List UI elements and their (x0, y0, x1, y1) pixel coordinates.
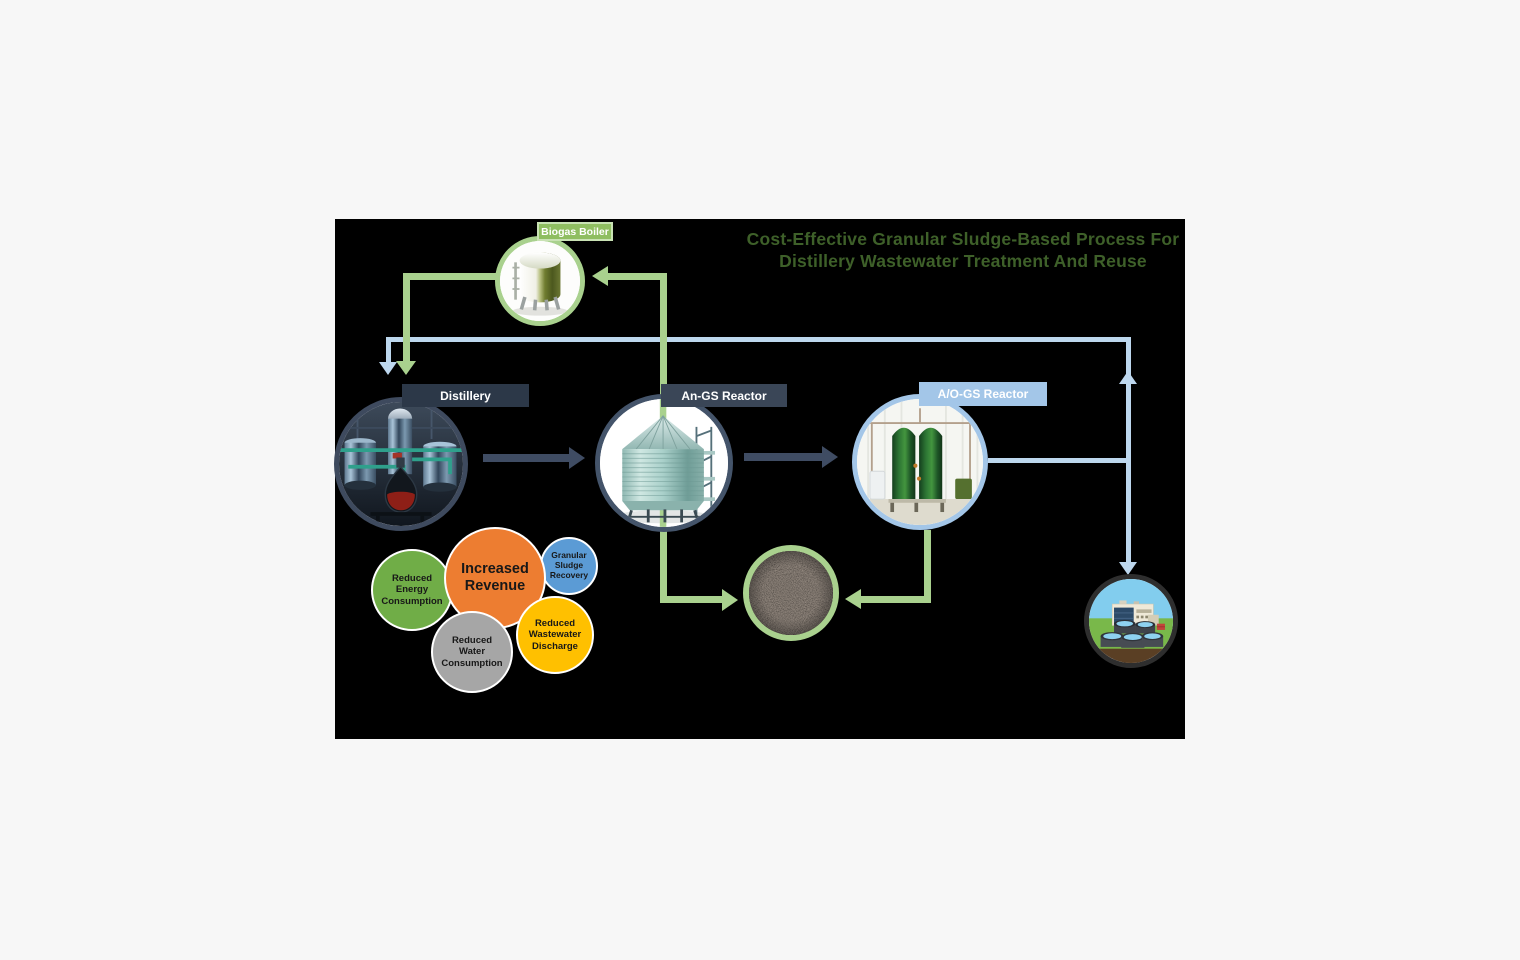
ao-gs-reactor-label: A/O-GS Reactor (919, 382, 1047, 406)
recycle-arrow-up (1119, 371, 1137, 384)
benefit-granular-sludge-recovery: Granular Sludge Recovery (540, 537, 598, 595)
benefit-reduced-wastewater: Reduced Wastewater Discharge (516, 596, 594, 674)
ao-gs-reactor-node (852, 394, 988, 530)
sludge-arrow-from-angs (722, 589, 738, 611)
effluent-line-from-aogs (988, 458, 1131, 463)
biogas-boiler-tank-icon (500, 241, 580, 321)
reuse-arrow-into-plant (1119, 562, 1137, 575)
distillery-label: Distillery (402, 384, 529, 407)
process-arrow-angs-to-aogs (822, 446, 838, 468)
benefit-reduced-energy: Reduced Energy Consumption (371, 549, 453, 631)
ao-gs-tanks-icon (857, 399, 983, 525)
biogas-boiler-label: Biogas Boiler (537, 222, 613, 241)
process-line-angs-to-aogs (744, 453, 822, 461)
diagram-canvas: Cost-Effective Granular Sludge-Based Pro… (334, 219, 1185, 739)
biogas-arrow-into-boiler (592, 266, 608, 286)
recycle-line-right-vertical (1126, 337, 1131, 563)
biogas-line-to-boiler-h (608, 273, 667, 280)
treatment-plant-icon (1089, 579, 1173, 663)
biogas-line-boiler-to-distillery-h (403, 273, 500, 280)
process-line-distillery-to-angs (483, 454, 569, 462)
sludge-line-from-angs (660, 596, 722, 603)
sludge-line-from-aogs-h (861, 596, 931, 603)
biogas-boiler-node (495, 236, 585, 326)
granular-sludge-node (743, 545, 839, 641)
an-gs-reactor-node (595, 394, 733, 532)
distillery-node (334, 397, 468, 531)
granular-sludge-icon (749, 551, 833, 635)
recycle-line-left-drop (386, 337, 391, 363)
title-line-2: Distillery Wastewater Treatment And Reus… (779, 251, 1147, 271)
sludge-arrow-from-aogs (845, 589, 861, 609)
treatment-plant-node (1084, 574, 1178, 668)
biogas-arrow-into-distillery (396, 361, 416, 375)
diagram-title: Cost-Effective Granular Sludge-Based Pro… (735, 228, 1191, 272)
benefit-reduced-water: Reduced Water Consumption (431, 611, 513, 693)
biogas-line-boiler-to-distillery-v (403, 273, 410, 363)
an-gs-silo-icon (600, 399, 728, 527)
distillery-equipment-icon (339, 402, 463, 526)
process-arrow-distillery-to-angs (569, 447, 585, 469)
recycle-arrow-into-distillery (379, 362, 397, 375)
an-gs-reactor-label: An-GS Reactor (661, 384, 787, 407)
recycle-line-top (386, 337, 1131, 342)
title-line-1: Cost-Effective Granular Sludge-Based Pro… (746, 229, 1180, 249)
sludge-line-from-aogs-v (924, 530, 931, 603)
